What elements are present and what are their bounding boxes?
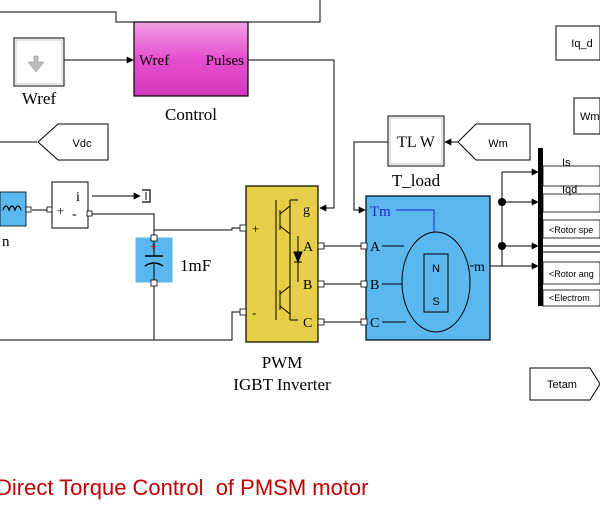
bus-label-electrom: <Electrom bbox=[549, 293, 590, 303]
inverter-block[interactable]: + - g A B C PWM IGBT Inverter bbox=[233, 185, 331, 394]
pmsm-motor-block[interactable]: Tm A B C m N S bbox=[360, 195, 491, 341]
t-load-inner: TL W bbox=[397, 134, 436, 151]
meas-port-plus: + bbox=[57, 203, 64, 218]
wm-from-tag[interactable]: Wm bbox=[457, 123, 531, 161]
motor-port-tm: Tm bbox=[370, 204, 391, 220]
bus-label-iqd: Iqd bbox=[562, 184, 577, 196]
control-block[interactable]: Wref Pulses Control bbox=[133, 21, 249, 124]
current-measurement-block[interactable]: + - i bbox=[46, 181, 93, 229]
iq-d-goto-tag[interactable]: Iq_d bbox=[555, 25, 600, 61]
t-load-block[interactable]: TL W T_load bbox=[387, 115, 445, 190]
diagram-title: Direct Torque Control of PMSM motor bbox=[0, 475, 369, 500]
control-port-pulses: Pulses bbox=[206, 53, 245, 69]
control-label: Control bbox=[165, 105, 217, 124]
junction-dot bbox=[498, 198, 506, 206]
wm-from-label: Wm bbox=[488, 138, 508, 150]
vdc-label: Vdc bbox=[73, 138, 92, 150]
motor-pole-n: N bbox=[432, 263, 440, 275]
t-load-label: T_load bbox=[392, 171, 441, 190]
meas-port-minus: - bbox=[72, 207, 77, 222]
iq-d-label: Iq_d bbox=[571, 38, 592, 50]
inductor-block[interactable]: n bbox=[0, 191, 32, 250]
motor-icon bbox=[382, 209, 474, 333]
motor-pole-s: S bbox=[432, 296, 439, 308]
inverter-port-a: A bbox=[303, 240, 314, 255]
meas-port-i: i bbox=[76, 190, 80, 205]
capacitor-label: 1mF bbox=[180, 256, 211, 275]
inverter-label-line2: IGBT Inverter bbox=[233, 375, 331, 394]
motor-port-a: A bbox=[370, 240, 381, 255]
wref-label: Wref bbox=[22, 89, 57, 108]
control-port-wref: Wref bbox=[139, 53, 169, 69]
motor-port-b: B bbox=[370, 278, 379, 293]
tetam-label: Tetam bbox=[547, 379, 577, 391]
capacitor-block[interactable]: + 1mF bbox=[135, 234, 211, 287]
igbt-icon bbox=[275, 199, 303, 321]
bus-label-is: Is bbox=[562, 157, 571, 169]
step-down-icon bbox=[27, 55, 45, 73]
inverter-port-b: B bbox=[303, 278, 312, 293]
bus-selector-block[interactable]: Is Iqd <Rotor spe <Rotor ang <Electrom bbox=[538, 148, 600, 307]
wm-goto-tag[interactable]: Wm bbox=[573, 97, 600, 135]
inductor-label: n bbox=[2, 234, 10, 250]
bus-label-rotor-angle: <Rotor ang bbox=[549, 269, 594, 279]
wm-goto-label: Wm bbox=[580, 111, 600, 123]
junction-dot bbox=[498, 242, 506, 250]
svg-text:+: + bbox=[150, 241, 156, 253]
vdc-goto-tag[interactable]: Vdc bbox=[37, 123, 109, 161]
inverter-port-c: C bbox=[303, 316, 312, 331]
inverter-port-minus: - bbox=[252, 305, 256, 320]
motor-port-m: m bbox=[474, 260, 485, 275]
coil-icon bbox=[2, 205, 22, 212]
wref-source-block[interactable]: Wref bbox=[13, 37, 65, 108]
inverter-port-g: g bbox=[303, 203, 310, 218]
bus-label-rotor-speed: <Rotor spe bbox=[549, 225, 593, 235]
tetam-goto-tag[interactable]: Tetam bbox=[529, 367, 600, 401]
inverter-port-plus: + bbox=[252, 221, 259, 236]
inverter-label-line1: PWM bbox=[262, 353, 303, 372]
motor-port-c: C bbox=[370, 316, 379, 331]
terminator-block bbox=[142, 189, 151, 203]
